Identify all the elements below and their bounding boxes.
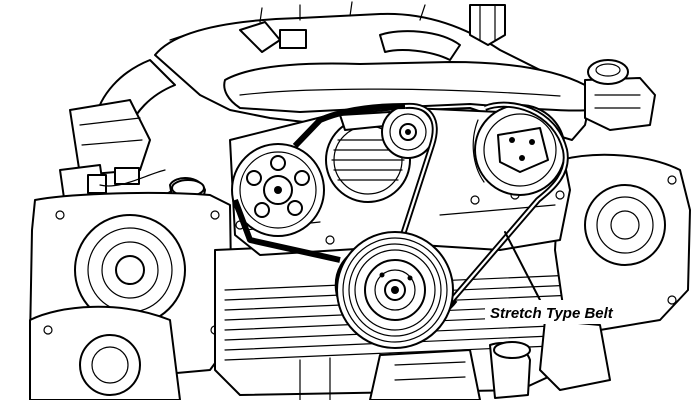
timing-cover-left [29,191,233,400]
radiator-cap [584,59,656,131]
ac-compressor [472,104,566,196]
lower-pipes [299,341,531,400]
callout-background [485,300,630,324]
intake-manifold [94,1,591,141]
callout: Stretch Type Belt [485,231,630,324]
crankshaft-pulley [336,231,454,349]
callout-leader-line [504,231,541,301]
water-pump-pulley [231,143,325,237]
callout-label: Stretch Type Belt [490,305,614,322]
timing-cover-right [539,153,691,391]
